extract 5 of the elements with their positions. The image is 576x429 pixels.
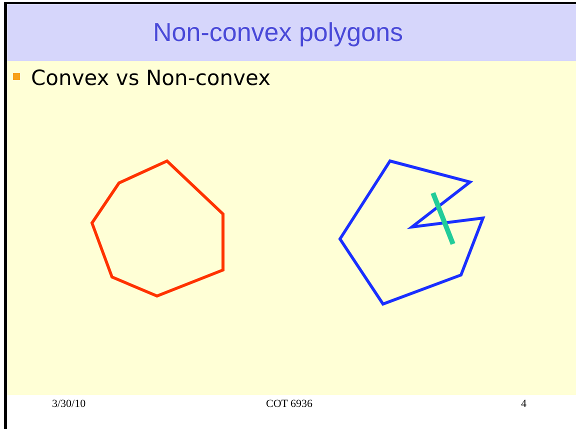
slide-title: Non-convex polygons [153, 16, 404, 48]
bullet-text: Convex vs Non-convex [31, 65, 271, 92]
page-number: 4 [521, 397, 526, 411]
footer-date: 3/30/10 [52, 397, 86, 411]
footer-course: COT 6936 [266, 397, 313, 411]
